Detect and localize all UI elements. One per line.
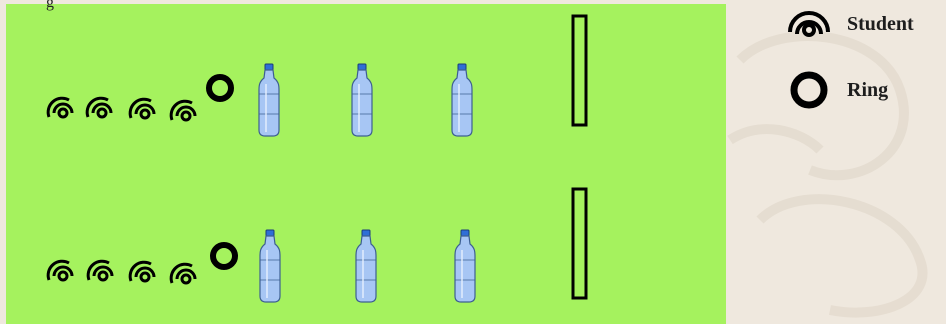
- bottle: [452, 64, 472, 136]
- ring-icon: [209, 77, 231, 99]
- student-concentric-arc-icon: [785, 6, 833, 42]
- bottle: [352, 64, 372, 136]
- legend-ring-label: Ring: [847, 79, 888, 102]
- student-icon: [48, 261, 72, 280]
- student-icon: [171, 101, 195, 120]
- ring-circle-icon: [785, 68, 833, 112]
- bottle: [455, 230, 475, 302]
- student-icon: [87, 98, 111, 117]
- ring-icon: [213, 245, 235, 267]
- student-icon: [88, 261, 112, 280]
- student-icon: [130, 99, 154, 118]
- target-post: [573, 16, 586, 125]
- legend-student-label: Student: [847, 13, 914, 36]
- target-post: [573, 189, 586, 298]
- lane-2: [48, 189, 586, 302]
- lane-1: [48, 16, 586, 136]
- bottle: [260, 230, 280, 302]
- student-icon: [171, 264, 195, 283]
- bottle: [259, 64, 279, 136]
- student-icon: [130, 262, 154, 281]
- student-icon: [48, 98, 72, 117]
- bottle: [356, 230, 376, 302]
- legend-student: Student: [785, 6, 914, 42]
- legend-ring: Ring: [785, 68, 888, 112]
